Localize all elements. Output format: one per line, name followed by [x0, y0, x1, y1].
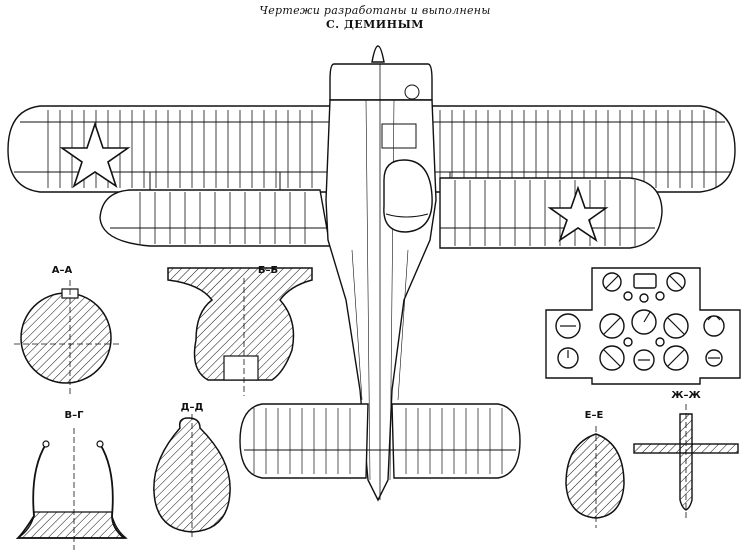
drawing-header: Чертежи разработаны и выполнены С. ДЕМИН…: [0, 4, 750, 31]
lower-wing: [99, 177, 663, 249]
star-right: [547, 185, 609, 242]
section-b-b: Б–Б: [167, 265, 313, 396]
section-zh-zh-label: Ж–Ж: [671, 390, 701, 401]
section-v-g-label: В–Г: [65, 410, 85, 421]
instrument-panel: [545, 267, 741, 385]
section-a-a-label: А–А: [52, 265, 73, 276]
credit-line: Чертежи разработаны и выполнены: [259, 4, 491, 17]
spinner: [371, 45, 385, 63]
author-name: С. ДЕМИНЫМ: [326, 18, 424, 31]
section-e-e: Е–Е: [565, 410, 625, 528]
tailplane: [239, 403, 521, 479]
section-d-d-label: Д–Д: [181, 402, 204, 413]
section-v-g: В–Г: [15, 410, 128, 550]
section-e-e-label: Е–Е: [585, 410, 604, 421]
star-left: [59, 121, 131, 188]
section-d-d: Д–Д: [153, 402, 231, 540]
fuselage: [325, 45, 437, 502]
cockpit: [383, 159, 433, 233]
section-zh-zh: Ж–Ж: [633, 390, 739, 520]
section-a-a: А–А: [14, 265, 120, 396]
